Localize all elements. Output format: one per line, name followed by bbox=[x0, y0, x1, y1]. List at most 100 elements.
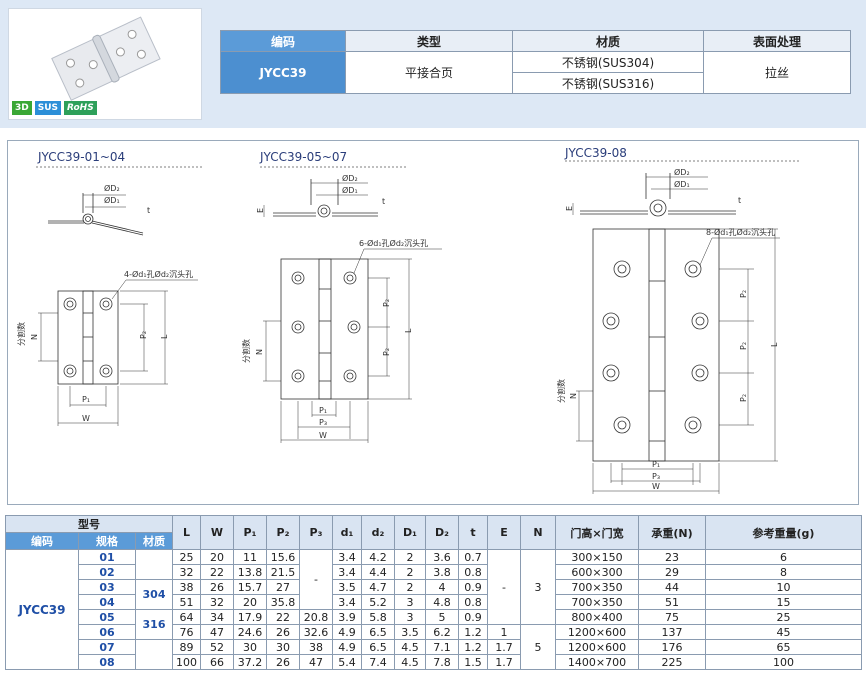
cell: 32 bbox=[172, 564, 201, 580]
header-weight: 参考重量(g) bbox=[705, 515, 862, 550]
cell: 3.5 bbox=[332, 579, 362, 595]
hinge-drawings: ØD₂ ØD₁ t 4-Ød₁孔Ød₂沉头孔 P₁ W P₂ bbox=[16, 160, 801, 494]
label-d1-2: ØD₁ bbox=[342, 185, 358, 195]
cell: 15.6 bbox=[266, 549, 300, 565]
cell: 5 bbox=[425, 609, 459, 625]
row-code: JYCC39 bbox=[5, 549, 79, 670]
cell-material-304: 304 bbox=[135, 579, 173, 610]
cell: 600×300 bbox=[555, 564, 639, 580]
cell: 47 bbox=[299, 654, 333, 670]
cell: 35.8 bbox=[266, 594, 300, 610]
product-photo bbox=[8, 8, 202, 120]
cell-n5: 5 bbox=[520, 624, 556, 670]
label-p1-1: P₁ bbox=[82, 395, 90, 404]
label-t-1: t bbox=[147, 206, 150, 215]
cell: 30 bbox=[266, 639, 300, 655]
cell-size: 08 bbox=[78, 654, 136, 670]
side-view-3 bbox=[572, 173, 736, 217]
cell: 24.6 bbox=[233, 624, 267, 640]
product-header-table: 编码 类型 材质 表面处理 JYCC39 平接合页 不锈钢(SUS304) 拉丝… bbox=[220, 30, 851, 94]
cell: 225 bbox=[638, 654, 706, 670]
label-d1-3: ØD₁ bbox=[674, 179, 690, 189]
cell: 21.5 bbox=[266, 564, 300, 580]
technical-drawing-panel: JYCC39-01~04 JYCC39-05~07 JYCC39-08 ØD₂ … bbox=[7, 140, 859, 505]
table-row: JYCC39 01 25 20 11 15.6 - 3.4 4.2 2 3.6 … bbox=[5, 549, 862, 670]
cell: 32 bbox=[200, 594, 234, 610]
cell: 4.9 bbox=[332, 624, 362, 640]
cell: 0.7 bbox=[458, 549, 488, 565]
cell: 300×150 bbox=[555, 549, 639, 565]
header-size: 规格 bbox=[78, 532, 136, 550]
header-code: 编码 bbox=[5, 532, 79, 550]
header-N: N bbox=[520, 515, 556, 550]
label-e-3: E bbox=[565, 206, 574, 211]
note-holes-1: 4-Ød₁孔Ød₂沉头孔 bbox=[124, 269, 193, 279]
cell: 800×400 bbox=[555, 609, 639, 625]
cell: 4.7 bbox=[361, 579, 395, 595]
front-view-1 bbox=[38, 279, 198, 426]
header-model: 型号 bbox=[5, 515, 173, 533]
label-l-1: L bbox=[160, 334, 169, 339]
cell: 1200×600 bbox=[555, 624, 639, 640]
cell: 7.1 bbox=[425, 639, 459, 655]
cell: 3.6 bbox=[425, 549, 459, 565]
cell: 15 bbox=[705, 594, 862, 610]
cell: 0.8 bbox=[458, 564, 488, 580]
cell-size: 05 bbox=[78, 609, 136, 625]
cell: 34 bbox=[200, 609, 234, 625]
cell: 66 bbox=[200, 654, 234, 670]
cell-material-blank bbox=[135, 639, 173, 670]
cell: 65 bbox=[705, 639, 862, 655]
cell: 26 bbox=[266, 654, 300, 670]
header-P2: P₂ bbox=[266, 515, 300, 550]
cell: 23 bbox=[638, 549, 706, 565]
cell-material-316: 316 bbox=[135, 609, 173, 640]
cell: 1.7 bbox=[487, 654, 521, 670]
cell: 4.8 bbox=[425, 594, 459, 610]
cell: 0.9 bbox=[458, 609, 488, 625]
cell: 7.8 bbox=[425, 654, 459, 670]
drawing-title-08: JYCC39-08 bbox=[565, 146, 627, 160]
table-row: 06 76 47 24.6 26 32.6 4.9 6.5 3.5 6.2 1.… bbox=[6, 624, 862, 670]
cell: 0.9 bbox=[458, 579, 488, 595]
header-W: W bbox=[200, 515, 234, 550]
cell: 37.2 bbox=[233, 654, 267, 670]
surface-finish: 拉丝 bbox=[703, 51, 851, 94]
label-p1-3: P₁ bbox=[652, 460, 660, 469]
header-L: L bbox=[172, 515, 201, 550]
spec-table: 型号 L W P₁ P₂ P₃ d₁ d₂ D₁ D₂ t E N 门高×门宽 … bbox=[5, 515, 862, 670]
cell: 3.4 bbox=[332, 594, 362, 610]
cell: 47 bbox=[200, 624, 234, 640]
cell: 22 bbox=[266, 609, 300, 625]
label-p2a-3: P₂ bbox=[739, 290, 748, 298]
header-D2: D₂ bbox=[425, 515, 459, 550]
cell-size: 03 bbox=[78, 579, 136, 595]
cell: 4.2 bbox=[361, 549, 395, 565]
label-w-1: W bbox=[82, 414, 90, 423]
label-p2b-2: P₂ bbox=[382, 348, 391, 356]
label-e-2: E bbox=[256, 208, 265, 213]
cell: 32.6 bbox=[299, 624, 333, 640]
label-n-3: N bbox=[569, 393, 578, 399]
cell: 27 bbox=[266, 579, 300, 595]
cell: 25 bbox=[705, 609, 862, 625]
cell: 52 bbox=[200, 639, 234, 655]
label-p2-1: P₂ bbox=[139, 331, 148, 339]
certification-badges: 3D SUS RoHS bbox=[12, 101, 97, 115]
table-row: 04 51 32 20 35.8 3.4 5.2 3 4.8 0.8 700×3… bbox=[6, 594, 862, 610]
label-p1-2: P₁ bbox=[319, 406, 327, 415]
cell-e: 1 bbox=[487, 624, 521, 640]
label-seg-2: 分割数 bbox=[241, 339, 251, 363]
cell: 1400×700 bbox=[555, 654, 639, 670]
cell: 6 bbox=[705, 549, 862, 565]
header-load: 承重(N) bbox=[638, 515, 706, 550]
cell: 4 bbox=[425, 579, 459, 595]
cell: 5.4 bbox=[332, 654, 362, 670]
cell: 45 bbox=[705, 624, 862, 640]
cell: 5.8 bbox=[361, 609, 395, 625]
cell-size: 06 bbox=[78, 624, 136, 640]
cell: 89 bbox=[172, 639, 201, 655]
cell: 3.4 bbox=[332, 549, 362, 565]
col-material-header: 材质 bbox=[512, 30, 704, 52]
cell: 76 bbox=[172, 624, 201, 640]
